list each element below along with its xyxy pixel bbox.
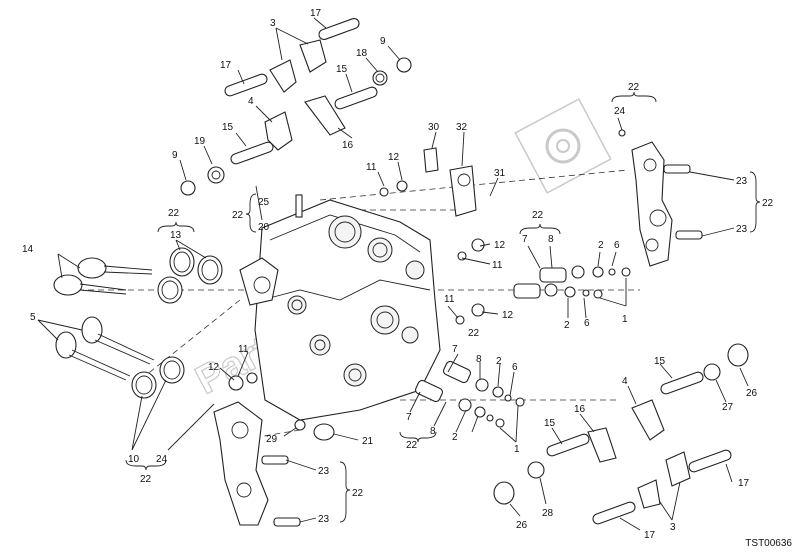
- tappet-cluster-right: [415, 265, 631, 428]
- callout-1: 1: [622, 314, 628, 325]
- callout-10: 10: [128, 454, 140, 465]
- callout-22: 22: [352, 488, 364, 499]
- callout-6: 6: [614, 240, 620, 251]
- callout-22: 22: [232, 210, 244, 221]
- reference-code: TST00636: [745, 538, 792, 549]
- callout-7: 7: [522, 234, 528, 245]
- callout-12: 12: [502, 310, 514, 321]
- callout-7: 7: [406, 412, 412, 423]
- cam-cover-right: [618, 129, 703, 267]
- intake-valves: [53, 257, 153, 296]
- callout-26: 26: [746, 388, 758, 399]
- callout-17: 17: [310, 8, 322, 19]
- callout-19: 19: [194, 136, 206, 147]
- callout-17: 17: [220, 60, 232, 71]
- callout-1: 1: [514, 444, 520, 455]
- callout-13: 13: [170, 230, 182, 241]
- callout-31: 31: [494, 168, 506, 179]
- callout-12: 12: [494, 240, 506, 251]
- rocker-arms-lower: [493, 343, 749, 525]
- callout-15: 15: [222, 122, 234, 133]
- callout-3: 3: [670, 522, 676, 533]
- callout-30: 30: [428, 122, 440, 133]
- rocker-arms-upper: [180, 17, 412, 196]
- callout-28: 28: [542, 508, 554, 519]
- callout-23: 23: [736, 176, 748, 187]
- callout-2: 2: [598, 240, 604, 251]
- callout-11: 11: [366, 162, 377, 173]
- callout-24: 24: [156, 454, 168, 465]
- callout-9: 9: [172, 150, 178, 161]
- callout-15: 15: [654, 356, 666, 367]
- callout-16: 16: [574, 404, 586, 415]
- gear-icon: [514, 98, 612, 194]
- callout-22: 22: [140, 474, 152, 485]
- callout-18: 18: [356, 48, 368, 59]
- callout-22: 22: [532, 210, 544, 221]
- sensor-assembly: [295, 147, 485, 325]
- callout-5: 5: [30, 312, 36, 323]
- callout-11: 11: [238, 344, 249, 355]
- callout-12: 12: [208, 362, 220, 373]
- callout-23: 23: [318, 466, 330, 477]
- callout-2: 2: [496, 356, 502, 367]
- callout-14: 14: [22, 244, 34, 255]
- callout-7: 7: [452, 344, 458, 355]
- callout-8: 8: [476, 354, 482, 365]
- callout-17: 17: [738, 478, 750, 489]
- cam-cover-left: [213, 372, 335, 527]
- callout-21: 21: [362, 436, 374, 447]
- callout-32: 32: [456, 122, 468, 133]
- callout-4: 4: [248, 96, 254, 107]
- callout-22: 22: [168, 208, 180, 219]
- callout-2: 2: [452, 432, 458, 443]
- callout-29: 29: [266, 434, 278, 445]
- callout-11: 11: [492, 260, 503, 271]
- callout-11: 11: [444, 294, 455, 305]
- callout-15: 15: [544, 418, 556, 429]
- callout-22: 22: [406, 440, 418, 451]
- callout-8: 8: [548, 234, 554, 245]
- callout-22: 22: [762, 198, 774, 209]
- group-brackets: [125, 91, 761, 523]
- callout-9: 9: [380, 36, 386, 47]
- callout-17: 17: [644, 530, 656, 541]
- callout-3: 3: [270, 18, 276, 29]
- valve-seat-rings: [131, 247, 223, 399]
- callout-27: 27: [722, 402, 734, 413]
- callout-6: 6: [512, 362, 518, 373]
- callout-26: 26: [516, 520, 528, 531]
- callout-24: 24: [614, 106, 626, 117]
- callout-4: 4: [622, 376, 628, 387]
- callout-8: 8: [430, 426, 436, 437]
- exhaust-valves: [55, 316, 155, 381]
- callout-23: 23: [736, 224, 748, 235]
- callout-15: 15: [336, 64, 348, 75]
- callout-labels: 3 17 17 18 9 15 4 15 16 19 9 30 32 11 12…: [22, 8, 774, 541]
- callout-22: 22: [468, 328, 480, 339]
- cylinder-head: [239, 199, 441, 421]
- callout-6: 6: [584, 318, 590, 329]
- callout-16: 16: [342, 140, 354, 151]
- callout-2: 2: [564, 320, 570, 331]
- callout-22: 22: [628, 82, 640, 93]
- leader-lines: [37, 17, 749, 531]
- callout-12: 12: [388, 152, 400, 163]
- callout-20: 20: [258, 222, 270, 233]
- callout-25: 25: [258, 197, 270, 208]
- callout-23: 23: [318, 514, 330, 525]
